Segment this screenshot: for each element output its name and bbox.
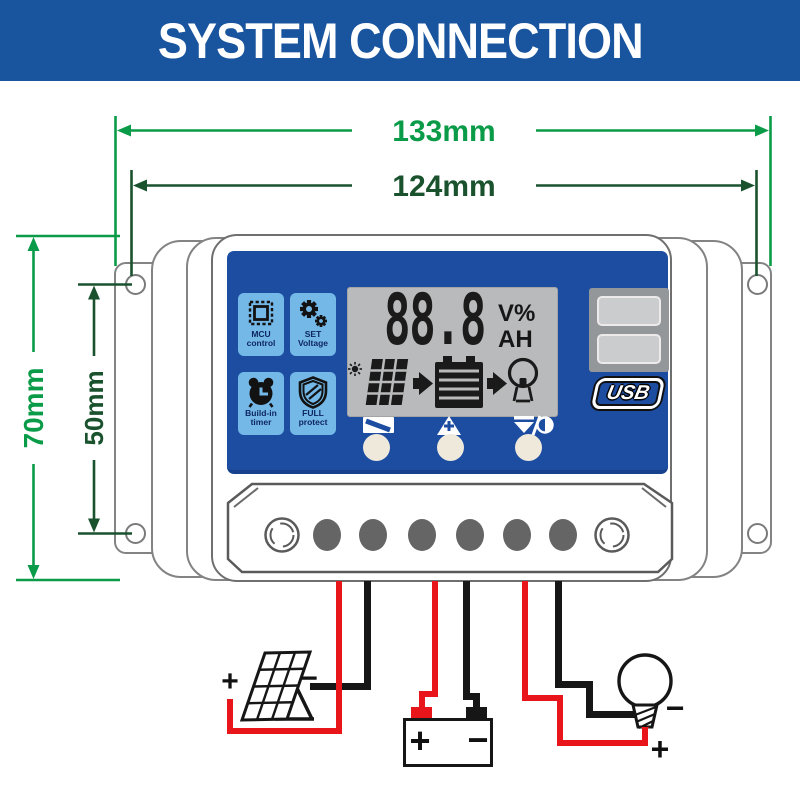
tile-mcu-control: MCU control (238, 293, 284, 356)
wire-load-negative (555, 581, 562, 688)
title-banner: SYSTEM CONNECTION (0, 0, 800, 81)
down-display-button (514, 433, 542, 461)
lcd-unit-ah: AH (498, 326, 533, 353)
load-select-button (362, 433, 390, 461)
tile-label-line: Voltage (297, 338, 329, 349)
tile-build-in-timer: Build-in timer (238, 372, 284, 435)
panel-button-icons (363, 415, 554, 436)
dimension-outer-height (16, 234, 120, 582)
dimension-outer-width-label: 133mm (392, 115, 495, 148)
battery-positive-label: + (409, 720, 431, 761)
wire-load-negative (555, 681, 593, 688)
wire-battery-negative (473, 693, 480, 711)
arrow-right-icon (413, 372, 433, 395)
light-bulb (617, 653, 673, 733)
tile-label-line: MCU (251, 329, 271, 339)
wire-load-positive (522, 581, 528, 701)
tile-label-line: SET (304, 329, 322, 339)
sun-icon (348, 362, 362, 376)
mounting-hole-top-left (124, 273, 146, 295)
wire-load-positive (522, 695, 563, 701)
solar-panel (239, 650, 314, 722)
terminal-6 (549, 519, 577, 551)
terminal-4 (456, 519, 484, 551)
terminal-screw-right (594, 517, 630, 553)
tile-label-line: control (246, 338, 276, 349)
up-plus-icon (437, 416, 461, 435)
tile-label-line: Build-in (245, 408, 277, 418)
mounting-hole-bottom-left (124, 522, 146, 544)
page-title: SYSTEM CONNECTION (157, 12, 644, 69)
mounting-hole-bottom-right (746, 522, 768, 544)
tile-full-protect: FULL protect (290, 372, 336, 435)
wire-load-negative (586, 711, 636, 718)
usb-logo: USB (590, 378, 666, 409)
solar-panel-icon (365, 359, 409, 405)
wire-solar-negative (364, 581, 371, 690)
battery-negative-terminal (466, 707, 487, 719)
bulb-negative-label: − (665, 690, 685, 726)
down-display-icon (514, 415, 554, 436)
wire-battery-negative (463, 581, 470, 700)
lcd-unit-v-percent: V% (498, 300, 536, 327)
lcd-flow-icons (348, 356, 539, 408)
wire-solar-positive (336, 581, 342, 734)
wire-load-positive (557, 695, 563, 746)
wire-battery-positive (419, 691, 438, 697)
wire-battery-negative (463, 693, 480, 700)
terminal-5 (503, 519, 531, 551)
solar-positive-label: + (221, 665, 239, 698)
bulb-positive-label: + (650, 731, 670, 767)
tile-set-voltage: SET Voltage (290, 293, 336, 356)
wire-load-positive (642, 722, 648, 746)
usb-logo-text: USB (604, 382, 652, 404)
wire-load-negative (586, 681, 593, 718)
dimension-hole-width-label: 124mm (392, 170, 495, 203)
up-button (436, 433, 464, 461)
terminal-2 (359, 519, 387, 551)
usb-port-2 (597, 334, 661, 364)
shield-icon (298, 376, 328, 409)
dimension-hole-height-label: 50mm (79, 370, 109, 445)
gears-icon (300, 300, 327, 327)
arrow-right-icon (487, 372, 507, 395)
tile-label-line: timer (250, 417, 272, 428)
wire-solar-positive (227, 699, 233, 734)
wire-solar-positive (227, 728, 342, 734)
alarm-clock-icon (248, 377, 274, 408)
battery-icon (435, 356, 483, 408)
battery (403, 718, 493, 767)
usb-port-frame (589, 288, 669, 372)
load-select-icon (363, 417, 394, 433)
bulb-icon (507, 357, 539, 403)
wire-load-positive (557, 740, 648, 746)
usb-port-1 (597, 296, 661, 326)
terminal-screw-left (264, 517, 300, 553)
solar-negative-label: − (300, 662, 318, 695)
mounting-hole-top-right (746, 273, 768, 295)
terminal-recess (226, 482, 674, 574)
terminal-1 (313, 519, 341, 551)
battery-positive-terminal (411, 707, 432, 719)
mcu-chip-icon (248, 300, 274, 326)
tile-label-line: FULL (302, 408, 324, 418)
terminal-3 (408, 519, 436, 551)
wire-battery-positive (419, 691, 425, 711)
lcd-reading: 88.8 (384, 279, 486, 361)
wire-battery-positive (432, 581, 438, 697)
dimension-outer-height-label: 70mm (18, 368, 49, 449)
battery-negative-label: − (467, 719, 489, 760)
tile-label-line: protect (298, 417, 328, 428)
